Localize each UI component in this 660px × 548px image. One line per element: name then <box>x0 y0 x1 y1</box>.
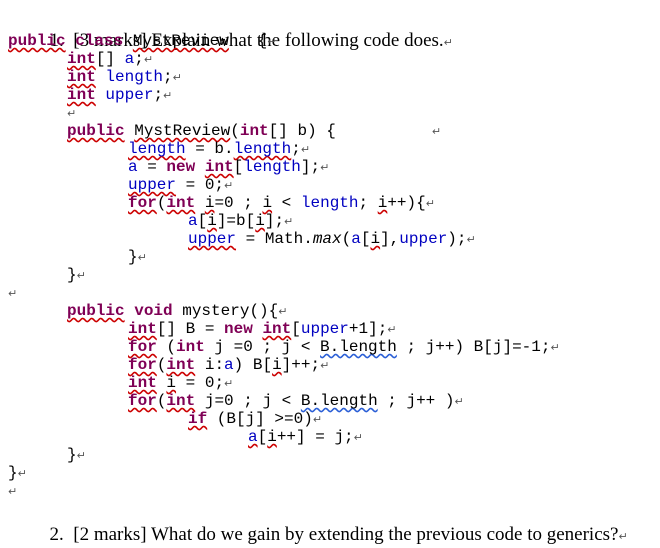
code-line-10: for(int i=0 ; i < length; i++){↵ <box>128 194 435 212</box>
code-line-12: upper = Math.max(a[i],upper);↵ <box>188 230 476 248</box>
code-line-24: }↵ <box>67 446 86 464</box>
code-line-23: a[i++] = j;↵ <box>248 428 363 446</box>
code-line-7: length = b.length;↵ <box>128 140 311 158</box>
question-1-text: [3 marks] Explain what the following cod… <box>73 30 444 51</box>
question-2-text: [2 marks] What do we gain by extending t… <box>73 524 619 545</box>
question-1: 1. [3 marks] Explain what the following … <box>40 8 453 54</box>
code-line-4: int upper;↵ <box>67 86 173 104</box>
code-line-11: a[i]=b[i];↵ <box>188 212 294 230</box>
code-line-19: for(int i:a) B[i]++;↵ <box>128 356 330 374</box>
code-line-16: public void mystery(){↵ <box>67 302 288 320</box>
code-line-22: if (B[j] >=0)↵ <box>188 410 323 428</box>
code-line-5: ↵ <box>67 107 77 120</box>
code-line-17: int[] B = new int[upper+1];↵ <box>128 320 397 338</box>
question-1-number: 1. <box>49 30 64 51</box>
code-line-25: }↵ <box>8 464 27 482</box>
question-2-number: 2. <box>49 524 64 545</box>
code-line-14: }↵ <box>67 266 86 284</box>
code-line-13: }↵ <box>128 248 147 266</box>
code-line-6: public MystReview(int[] b) { ↵ <box>67 122 442 140</box>
paragraph-mark-icon: ↵ <box>618 530 628 543</box>
code-line-18: for (int j =0 ; j < B.length ; j++) B[j]… <box>128 338 560 356</box>
code-line-21: for(int j=0 ; j < B.length ; j++ )↵ <box>128 392 464 410</box>
question-2: 2. [2 marks] What do we gain by extendin… <box>40 502 628 548</box>
paragraph-mark-icon: ↵ <box>443 36 453 49</box>
code-line-8: a = new int[length];↵ <box>128 158 330 176</box>
code-line-26: ↵ <box>8 485 18 498</box>
code-line-3: int length;↵ <box>67 68 182 86</box>
code-line-1: public class MystReview {↵ <box>8 32 277 50</box>
code-line-20: int i = 0;↵ <box>128 374 234 392</box>
code-line-15: ↵ <box>8 287 18 300</box>
code-line-9: upper = 0;↵ <box>128 176 234 194</box>
code-line-2: int[] a;↵ <box>67 50 154 68</box>
